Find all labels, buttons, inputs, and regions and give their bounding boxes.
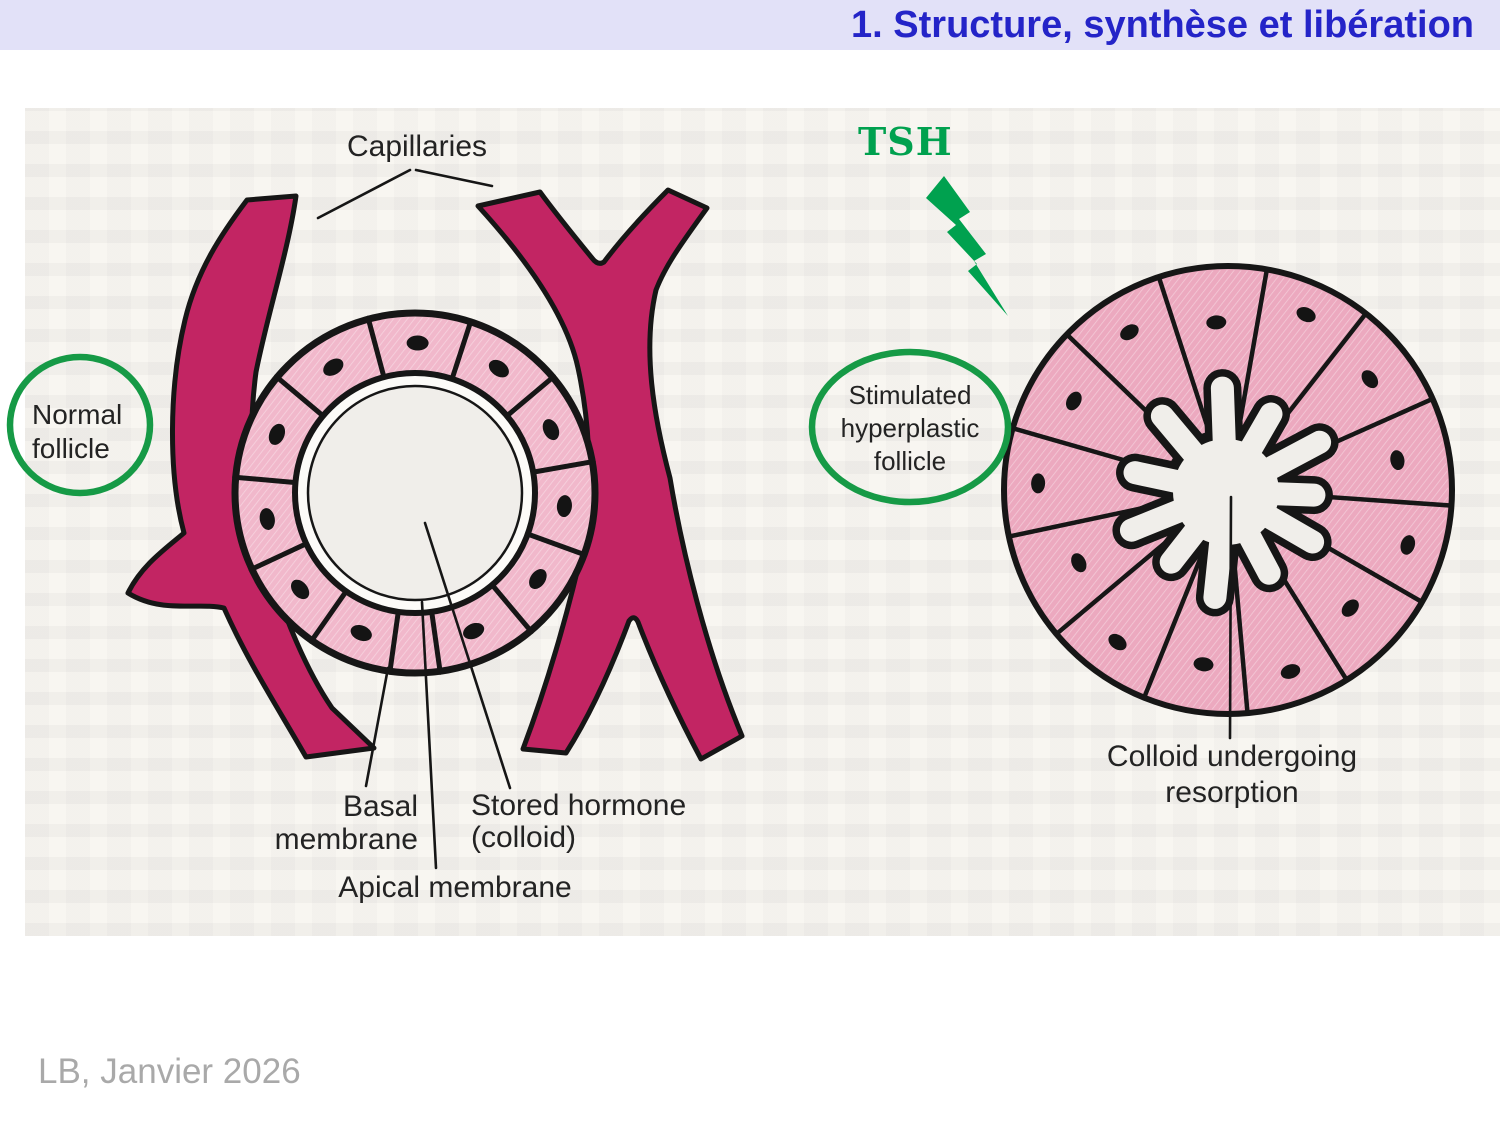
cell-nucleus (1120, 324, 1139, 341)
cell-nucleus (1065, 391, 1082, 411)
cell-nucleus (542, 419, 560, 441)
footer-credit: LB, Janvier 2026 (38, 1052, 301, 1091)
cell-nucleus (1280, 664, 1301, 679)
cell-nucleus (290, 579, 310, 600)
colloid-finger-fill (1232, 481, 1326, 507)
leader-line-capillary-left (316, 168, 412, 220)
label-apical-membrane: Apical membrane (338, 871, 572, 904)
slide-title: 1. Structure, synthèse et libération (851, 4, 1474, 46)
cell-nucleus (488, 359, 509, 378)
cell-boundary (448, 318, 474, 384)
colloid-finger-fill (1230, 489, 1325, 554)
label-basal-membrane: Basal membrane (274, 790, 418, 856)
cell-nucleus (350, 625, 372, 642)
cell-nucleus (1108, 633, 1127, 651)
cell-boundary (528, 459, 596, 476)
leader-line-stored-hormone (423, 521, 512, 790)
label-colloid-resorption: Colloid undergoing resorption (1106, 740, 1358, 809)
leader-line-capillary-right (414, 168, 494, 188)
colloid-finger-fill (1203, 498, 1236, 609)
colloid-finger-fill (1159, 494, 1227, 574)
cell-nucleus (529, 569, 547, 590)
cell-boundary (308, 587, 350, 644)
cell-nucleus (1341, 599, 1359, 617)
normal-follicle-drawing (231, 309, 599, 677)
cell-nucleus (556, 495, 572, 518)
colloid-finger-fill (1119, 487, 1221, 542)
leader-line-apical-membrane (420, 600, 438, 870)
cell-nucleus (406, 335, 429, 351)
colloid-finger-fill (1230, 430, 1332, 496)
colloid-finger-fill (1150, 404, 1226, 490)
cell-boundary (387, 607, 402, 675)
green-circle-stimulated-follicle (808, 348, 1012, 506)
cell-boundary (428, 607, 443, 675)
leader-line-basal-membrane (364, 666, 390, 788)
cell-boundary (502, 374, 557, 420)
colloid-finger-fill (1223, 402, 1283, 488)
cell-boundary (248, 540, 311, 572)
cell-boundary (1236, 270, 1269, 434)
cell-boundary (488, 580, 534, 635)
colloid-star-resorption-shape (1112, 369, 1339, 617)
cell-nucleus (323, 358, 344, 376)
cell-boundary (1157, 277, 1212, 436)
colloid-circle (306, 384, 524, 602)
hyperplastic-follicle-drawing (1001, 263, 1455, 717)
follicle-cell-boundaries-and-nuclei (232, 315, 596, 675)
cell-boundary (365, 315, 387, 382)
cell-nucleus (1390, 450, 1405, 471)
cell-nucleus (1193, 657, 1214, 672)
cell-nucleus (1361, 370, 1379, 389)
cell-boundary (232, 474, 300, 486)
label-stored-hormone: Stored hormone (colloid) (471, 789, 687, 854)
label-tsh: TSH (858, 119, 953, 164)
cell-boundary (273, 374, 328, 420)
cell-boundary (523, 530, 588, 558)
label-normal-follicle: Normal follicle (32, 399, 123, 464)
cell-nucleus (259, 508, 275, 530)
label-capillaries: Capillaries (346, 130, 488, 163)
cell-nucleus (268, 423, 286, 445)
cell-boundary (1142, 543, 1208, 698)
green-circle-normal-follicle (6, 353, 154, 497)
label-stimulated-follicle: Stimulated hyperplastic follicle (840, 380, 980, 476)
colloid-finger-fill (1222, 496, 1281, 585)
leader-line-colloid-resorption (1228, 495, 1233, 740)
cell-nucleus (1071, 553, 1087, 573)
cell-nucleus (1296, 307, 1316, 323)
cell-nucleus (1206, 315, 1227, 330)
cell-nucleus (463, 622, 485, 640)
tsh-lightning-bolt-icon (926, 176, 1008, 316)
colloid-finger-fill (1210, 376, 1237, 486)
colloid-finger-fill (1123, 461, 1220, 500)
title-band: 1. Structure, synthèse et libération (0, 0, 1500, 50)
cell-nucleus (1031, 473, 1046, 494)
cell-nucleus (1400, 535, 1416, 555)
